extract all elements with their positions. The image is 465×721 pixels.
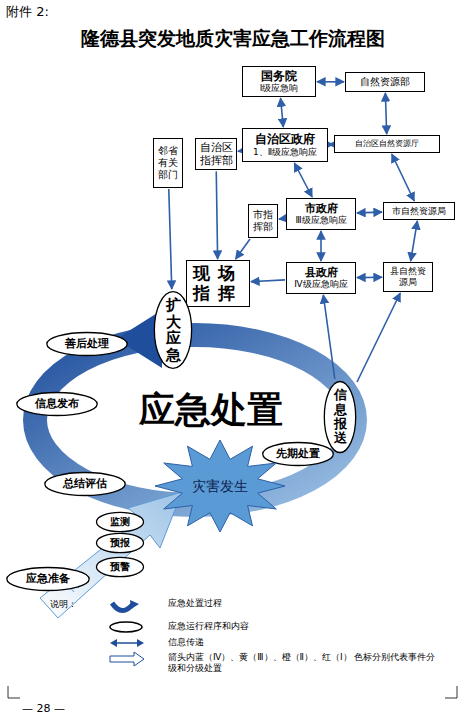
node-title: 扩大应急 <box>166 297 181 363</box>
node-title: 善后处理 <box>65 337 109 350</box>
connector <box>236 239 250 259</box>
connector <box>357 211 382 213</box>
process-box: 县自然资源局 <box>383 262 433 292</box>
node-title: 国务院 <box>261 69 297 83</box>
connector <box>357 276 382 278</box>
label: — 28 — <box>22 702 102 715</box>
step-ellipse: 总结评估 <box>44 472 126 496</box>
connector <box>251 280 285 282</box>
process-box: 市自然资源局 <box>383 202 455 220</box>
node-title: 自治区指挥部 <box>198 141 234 167</box>
legend-text: 应急处置过程 <box>168 598 438 609</box>
connector <box>357 293 400 382</box>
process-box: 市指挥部 <box>248 204 278 238</box>
legend-sample <box>110 622 142 632</box>
connector <box>238 150 241 152</box>
title: 隆德县突发地质灾害应急工作流程图 <box>0 26 465 52</box>
node-title: 应急准备 <box>26 572 70 585</box>
connector <box>281 98 284 127</box>
connector <box>320 231 322 261</box>
connector <box>169 189 172 289</box>
process-box: 自治区自然资源厅 <box>334 135 440 153</box>
node-subtitle: Ⅳ级应急响应 <box>294 279 347 290</box>
legend-sample <box>116 642 138 644</box>
node-subtitle: Ⅲ级应急响应 <box>295 215 346 226</box>
preparation-arrow <box>40 492 182 618</box>
node-title: 市政府 <box>305 202 338 215</box>
node-title: 现场指挥 <box>189 263 247 304</box>
node-title: 市指挥部 <box>251 209 275 233</box>
connector <box>329 144 333 146</box>
step-ellipse: 预报 <box>96 533 144 553</box>
corner-mark <box>445 686 457 698</box>
connector <box>279 218 285 220</box>
process-ring <box>35 335 355 505</box>
process-box: 现场指挥 <box>186 260 250 307</box>
label: 附件 2: <box>6 3 86 21</box>
node-title: 信息报送 <box>334 388 347 445</box>
legend-text: 应急运行程序和内容 <box>168 621 438 632</box>
connector <box>294 163 312 197</box>
node-title: 自治区自然资源厅 <box>355 139 419 149</box>
node-subtitle: 1、Ⅱ级应急响应 <box>253 147 317 158</box>
connector <box>317 81 344 83</box>
process-box: 国务院Ⅰ级应急响 <box>242 66 316 97</box>
legend-text: 信息传递 <box>168 637 438 648</box>
process-box: 市政府Ⅲ级应急响应 <box>286 198 356 230</box>
node-title: 预报 <box>110 537 130 549</box>
corner-mark <box>8 686 20 698</box>
process-box: 自然资源部 <box>345 72 425 92</box>
step-ellipse: 应急准备 <box>6 567 90 591</box>
process-box: 自治区政府1、Ⅱ级应急响应 <box>242 128 328 162</box>
step-ellipse: 扩大应急 <box>154 290 192 370</box>
step-ellipse: 善后处理 <box>46 332 128 356</box>
label: 说明： <box>50 598 100 611</box>
legend-text: 箭头内蓝（Ⅳ）、黄（Ⅲ）、橙（Ⅱ）、红（Ⅰ） 色标分别代表事件分级和分级处置 <box>168 652 438 675</box>
connector <box>216 171 217 259</box>
connector <box>323 295 334 379</box>
node-title: 监测 <box>110 516 130 528</box>
node-title: 邻省有关部门 <box>156 145 180 181</box>
node-title: 先期处置 <box>276 447 320 460</box>
node-title: 信息发布 <box>35 397 79 410</box>
node-title: 灾害发生 <box>192 478 248 495</box>
connector <box>411 221 418 261</box>
node-title: 县政府 <box>305 266 338 279</box>
label: 应急处置 <box>106 386 316 435</box>
process-box: 自治区指挥部 <box>195 138 237 170</box>
step-ellipse: 预警 <box>96 557 144 577</box>
connector <box>392 154 414 201</box>
event-star: 灾害发生 <box>155 440 285 532</box>
step-ellipse: 信息报送 <box>324 380 356 454</box>
node-title: 预警 <box>110 561 130 573</box>
node-title: 市自然资源局 <box>392 206 446 217</box>
step-ellipse: 监测 <box>96 512 144 532</box>
node-title: 自治区政府 <box>255 132 315 146</box>
process-box: 邻省有关部门 <box>153 138 183 188</box>
connector <box>385 93 386 134</box>
process-box: 县政府Ⅳ级应急响应 <box>286 262 356 294</box>
legend-sample <box>110 652 144 666</box>
node-title: 自然资源部 <box>360 76 410 88</box>
node-title: 县自然资源局 <box>386 266 430 288</box>
node-title: 总结评估 <box>63 477 107 490</box>
node-subtitle: Ⅰ级应急响 <box>260 83 299 94</box>
step-ellipse: 先期处置 <box>262 442 334 466</box>
step-ellipse: 信息发布 <box>16 392 98 416</box>
